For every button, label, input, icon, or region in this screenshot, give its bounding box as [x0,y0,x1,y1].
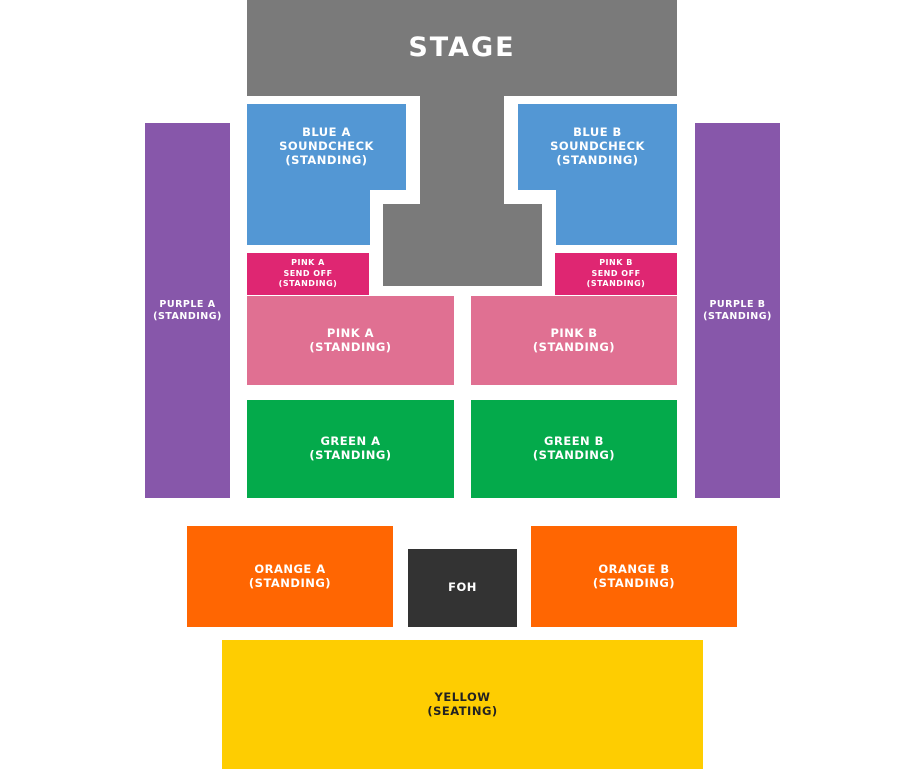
zone-pink-b-send-off-name: PINK B [599,258,633,268]
zone-blue-b-type: SOUNDCHECK [550,139,645,154]
zone-pink-a[interactable]: PINK A (STANDING) [247,296,454,385]
zone-yellow-access: (SEATING) [427,703,498,718]
zone-green-b[interactable]: GREEN B (STANDING) [471,400,677,498]
zone-pink-b-access: (STANDING) [532,339,616,354]
zone-yellow-name: YELLOW [434,689,491,704]
zone-green-b-name: GREEN B [544,434,604,449]
zone-green-a-access: (STANDING) [309,448,392,462]
zone-blue-b-lower[interactable] [556,188,677,245]
zone-purple-b-name: PURPLE B [709,299,766,311]
zone-purple-b-access: (STANDING) [703,310,772,322]
zone-pink-a-send-off[interactable]: PINK A SEND OFF (STANDING) [247,253,369,295]
zone-foh[interactable]: FOH [408,549,517,627]
zone-purple-a[interactable]: PURPLE A (STANDING) [145,123,230,498]
zone-orange-b-access: (STANDING) [592,575,676,590]
zone-orange-a-access: (STANDING) [248,575,332,590]
zone-purple-b[interactable]: PURPLE B (STANDING) [695,123,780,498]
zone-pink-b-name: PINK B [550,325,598,340]
zone-green-a[interactable]: GREEN A (STANDING) [247,400,454,498]
stage-runway-platform [383,204,542,286]
zone-blue-b-access: (STANDING) [556,152,639,167]
zone-blue-a[interactable] [247,104,406,190]
zone-purple-a-name: PURPLE A [159,299,216,311]
zone-pink-b-send-off[interactable]: PINK B SEND OFF (STANDING) [555,253,677,295]
zone-pink-b-send-off-access: (STANDING) [586,279,646,289]
stage-title: STAGE [408,31,516,63]
zone-pink-a-send-off-access: (STANDING) [278,279,338,289]
zone-green-b-access: (STANDING) [532,448,616,462]
zone-blue-a-type: SOUNDCHECK [279,139,374,154]
zone-pink-a-send-off-type: SEND OFF [283,268,333,278]
zone-pink-a-access: (STANDING) [309,339,392,354]
zone-blue-a-name: BLUE A [302,125,351,140]
zone-orange-b[interactable]: ORANGE B (STANDING) [531,526,737,627]
zone-blue-b-name: BLUE B [573,125,622,140]
zone-orange-a-name: ORANGE A [254,561,326,576]
zone-pink-b[interactable]: PINK B (STANDING) [471,296,677,385]
zone-orange-a[interactable]: ORANGE A (STANDING) [187,526,393,627]
zone-yellow[interactable]: YELLOW (SEATING) [222,640,703,769]
zone-blue-a-access: (STANDING) [285,152,368,167]
zone-blue-b-label: BLUE B SOUNDCHECK (STANDING) [518,118,677,176]
stage-runway-stem [420,96,504,206]
stage: STAGE [247,0,677,96]
zone-purple-a-access: (STANDING) [153,310,222,322]
zone-blue-a-label: BLUE A SOUNDCHECK (STANDING) [247,118,406,176]
zone-pink-a-name: PINK A [326,325,375,340]
zone-blue-b[interactable] [518,104,677,190]
zone-green-a-name: GREEN A [320,434,381,449]
zone-orange-b-name: ORANGE B [598,561,670,576]
zone-blue-a-lower[interactable] [247,188,370,245]
zone-pink-b-send-off-type: SEND OFF [591,268,641,278]
zone-foh-name: FOH [448,580,477,595]
zone-pink-a-send-off-name: PINK A [291,258,325,268]
